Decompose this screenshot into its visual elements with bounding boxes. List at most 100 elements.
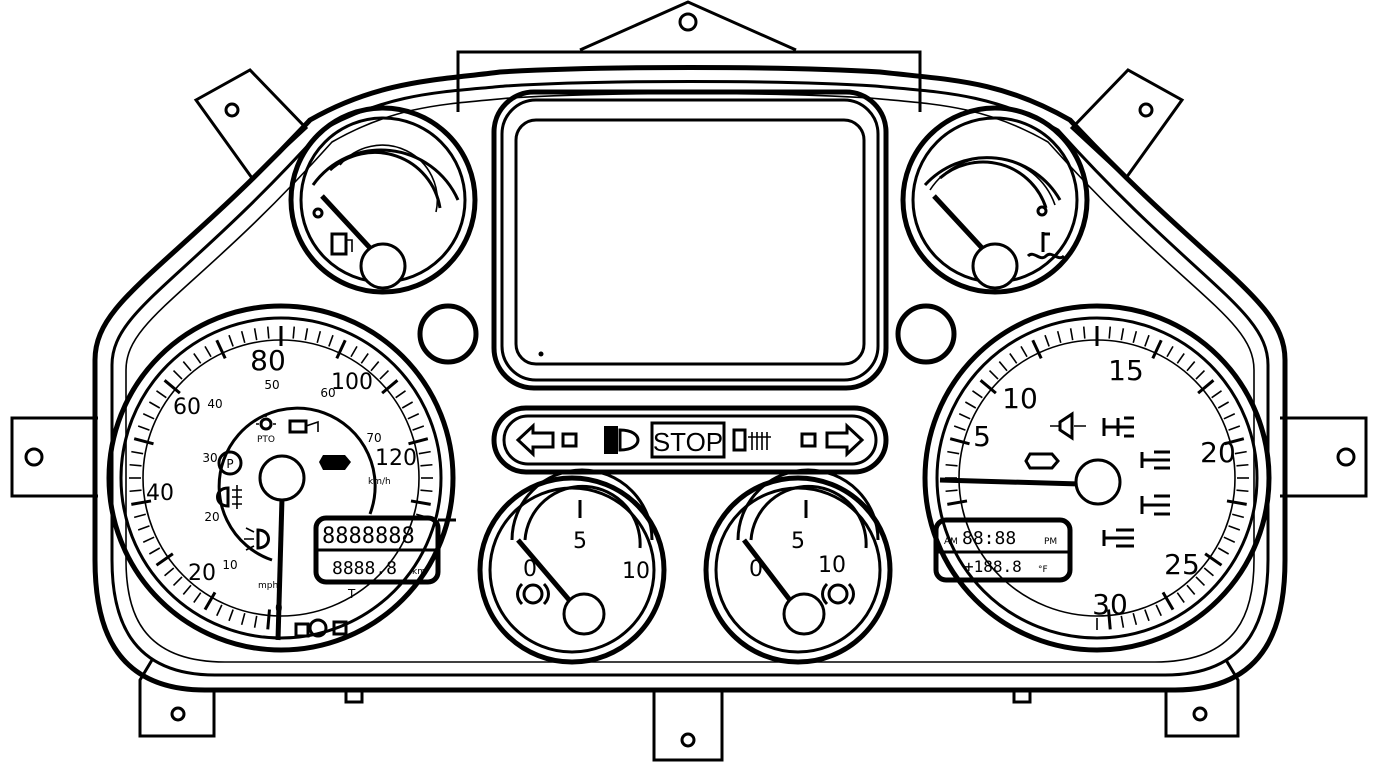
speedometer: 80 60 40 20 100 120 10 20 30 40 50 60 70…	[106, 303, 456, 653]
tacho-tick	[1186, 584, 1196, 595]
tacho-tick	[998, 361, 1008, 372]
svg-text:P: P	[226, 457, 233, 471]
speedo-tick	[360, 353, 369, 364]
ambient-temp-unit: °F	[1038, 565, 1048, 575]
lcd-unit: km	[412, 567, 426, 577]
speedo-tick	[407, 413, 420, 420]
bracket-top-right	[1069, 68, 1185, 181]
axle-icon	[1102, 416, 1170, 548]
odometer-lcd	[313, 515, 441, 585]
parking-light-icon	[244, 527, 270, 551]
speedo-tick	[172, 369, 183, 380]
tripmeter-value: 8888.8	[332, 558, 397, 579]
mount-hole-top	[678, 12, 698, 32]
tach-label-10: 10	[1002, 382, 1038, 415]
bracket-bottom-right	[1164, 659, 1240, 738]
clock-value: 88:88	[962, 528, 1016, 549]
tacho-tick	[1234, 450, 1247, 455]
tacho-tick	[1236, 463, 1249, 467]
tacho-tick	[1217, 401, 1230, 409]
brake-circuit-icon	[516, 582, 550, 606]
tacho-tick	[979, 379, 997, 395]
tach-label-25: 25	[1164, 548, 1200, 581]
tacho-tick	[1069, 328, 1074, 341]
rear-fog-icon	[732, 428, 771, 452]
speedo-tick	[137, 525, 150, 531]
high-beam-icon	[604, 426, 640, 454]
odometer-value: 8888888	[322, 524, 415, 549]
speedo-tick	[142, 536, 155, 543]
kmh-label-20: 20	[188, 561, 216, 586]
tacho-tick	[947, 450, 960, 455]
tacho-tick	[1120, 615, 1125, 628]
tacho-tick	[1056, 330, 1062, 343]
speed-unit-kmh: km/h	[368, 477, 391, 487]
trip-letter: T	[347, 587, 356, 601]
pressure-right-needle	[742, 538, 798, 610]
mph-label-70: 70	[366, 431, 381, 445]
stop-label: STOP	[653, 427, 723, 457]
tacho-tick	[1161, 591, 1175, 611]
tacho-tick	[1132, 330, 1138, 343]
clock-pm: PM	[1044, 537, 1057, 547]
fog-light-icon	[216, 485, 242, 509]
tacho-tick	[1197, 379, 1215, 395]
top-bracket	[579, 0, 797, 52]
central-display	[491, 89, 889, 391]
inner-shell	[110, 80, 1270, 677]
tacho-tick	[1132, 613, 1138, 626]
top-hump	[456, 50, 922, 112]
pto-icon: PTO	[256, 414, 276, 445]
coolant-temp-icon	[1026, 232, 1066, 260]
speedo-tick	[182, 361, 192, 372]
tacho-tick-ring	[945, 326, 1249, 630]
speedometer-hub	[258, 454, 306, 502]
pressure-left-label-5: 5	[573, 529, 587, 554]
tacho-tick	[1224, 437, 1245, 446]
speedo-tick	[155, 552, 174, 567]
speedo-tick	[148, 547, 161, 555]
svg-text:PTO: PTO	[257, 435, 275, 445]
tach-label-30: 30	[1092, 588, 1128, 621]
speedo-tick	[410, 499, 431, 506]
speedo-tick	[163, 379, 181, 395]
speed-unit-mph: mph	[258, 581, 278, 591]
tach-label-20: 20	[1200, 436, 1236, 469]
tachometer: 5 10 15 20 25 30 AM 88:88 PM +188.8 °F	[922, 303, 1272, 653]
tacho-tick	[1044, 334, 1050, 347]
speedo-tick	[129, 463, 142, 467]
speedo-tick	[133, 513, 146, 519]
mph-label-30: 30	[202, 451, 217, 465]
tacho-tick	[1204, 552, 1223, 567]
tacho-tick	[947, 499, 968, 506]
speedo-tick	[335, 339, 347, 360]
tacho-tick	[945, 463, 958, 467]
fuel-icon	[330, 232, 353, 256]
display-bezel	[491, 89, 889, 391]
speedo-tick	[215, 339, 227, 360]
park-brake-icon: P	[217, 450, 243, 476]
blank-plug-right	[895, 303, 957, 365]
speedo-tick	[379, 369, 390, 380]
speedo-tick	[193, 592, 202, 603]
pressure-left-needle	[516, 538, 578, 610]
trip-reset-knob	[308, 618, 328, 638]
tacho-tick	[958, 413, 971, 420]
speedo-tick	[408, 437, 429, 446]
tachometer-hub	[1074, 458, 1122, 506]
speedo-tick	[292, 326, 296, 339]
mph-label-20: 20	[204, 510, 219, 524]
bracket-left	[10, 416, 98, 498]
clip-right	[1012, 688, 1032, 704]
speedo-tick	[253, 328, 258, 341]
bracket-bottom-center	[652, 690, 724, 762]
fuel-gauge	[288, 105, 478, 295]
tacho-tick	[1236, 489, 1249, 493]
bracket-top-left	[193, 68, 309, 181]
speedo-tick	[381, 379, 399, 395]
indicator-lamp-left	[561, 432, 578, 448]
housing	[10, 0, 1368, 762]
mph-label-40: 40	[207, 397, 222, 411]
tacho-tick	[1108, 326, 1112, 339]
speedo-tick	[266, 609, 271, 630]
